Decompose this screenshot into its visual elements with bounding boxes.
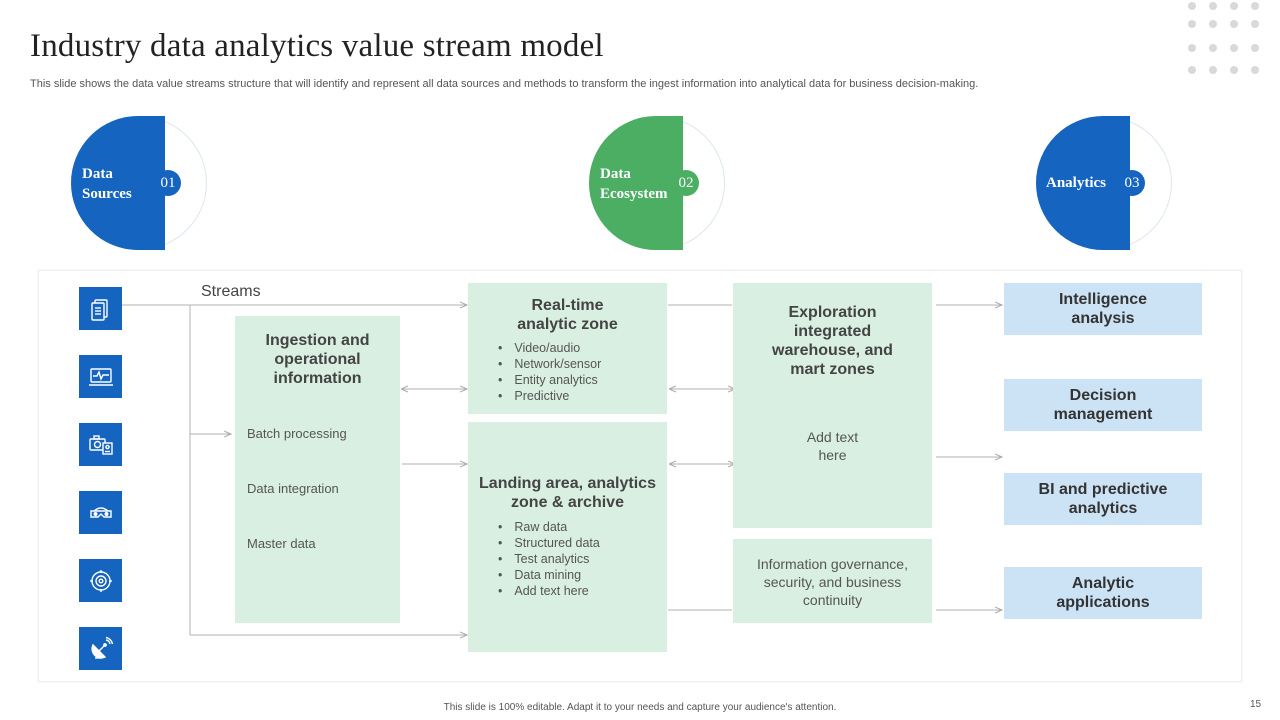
bullet-item: Data mining (498, 567, 600, 583)
bullet-item: Network/sensor (498, 356, 601, 372)
streams-label: Streams (201, 283, 261, 300)
monitor-pulse-icon (79, 355, 122, 398)
satellite-dish-icon (79, 627, 122, 670)
stage-number: 03 (1119, 170, 1145, 196)
exploration-text: Add text here (806, 429, 859, 463)
gear-cog-icon (79, 559, 122, 602)
bullet-item: Structured data (498, 535, 599, 551)
exploration-zone-box: Exploration integrated warehouse, and ma… (733, 283, 932, 528)
stage-label-line1: Data (82, 166, 113, 182)
stage-label: Data Ecosystem (600, 164, 668, 204)
slide-footer: This slide is 100% editable. Adapt it to… (443, 702, 837, 713)
stage-label: Analytics (1046, 173, 1106, 193)
realtime-bullets: Video/audio Network/sensor Entity analyt… (498, 340, 601, 404)
landing-title: Landing area, analytics zone & archive (479, 475, 656, 511)
bullet-item: Add text here (498, 583, 600, 599)
stage-number: 01 (155, 170, 181, 196)
stage-label-line2: Ecosystem (600, 186, 668, 202)
output-analytic-applications: Analytic applications (1004, 567, 1202, 619)
stage-label-line1: Data (600, 166, 631, 182)
ingestion-item: Batch processing (247, 426, 347, 441)
bullet-item: Raw data (498, 519, 600, 535)
exploration-title: Exploration integrated warehouse, and ma… (772, 304, 893, 378)
output-decision-management: Decision management (1004, 379, 1202, 431)
ingestion-item: Data integration (247, 481, 339, 496)
stage-data-sources: Data Sources 01 (71, 116, 207, 250)
governance-text: Information governance, security, and bu… (757, 556, 908, 608)
output-label: BI and predictive analytics (1038, 481, 1168, 517)
governance-box: Information governance, security, and bu… (733, 539, 932, 623)
stage-label: Data Sources (82, 164, 132, 204)
bullet-item: Test analytics (498, 551, 600, 567)
vr-headset-icon (79, 491, 122, 534)
realtime-title: Real-time analytic zone (517, 297, 618, 333)
page-number: 15 (1250, 699, 1262, 710)
slide-title: Industry data analytics value stream mod… (30, 28, 604, 64)
landing-zone-box: Landing area, analytics zone & archive R… (468, 422, 667, 652)
stage-label-line2: Sources (82, 186, 132, 202)
landing-bullets: Raw data Structured data Test analytics … (498, 519, 600, 599)
output-label: Analytic applications (1056, 575, 1150, 611)
ingestion-title: Ingestion and operational information (265, 332, 370, 387)
bullet-item: Predictive (498, 388, 601, 404)
output-label: Decision management (1053, 387, 1153, 423)
bullet-item: Video/audio (498, 340, 601, 356)
output-bi-predictive-analytics: BI and predictive analytics (1004, 473, 1202, 525)
camera-id-icon (79, 423, 122, 466)
output-label: Intelligence analysis (1058, 291, 1148, 327)
bullet-item: Entity analytics (498, 372, 601, 388)
realtime-zone-box: Real-time analytic zone Video/audio Netw… (468, 283, 667, 414)
stage-label-line1: Analytics (1046, 175, 1106, 191)
stage-number: 02 (673, 170, 699, 196)
output-intelligence-analysis: Intelligence analysis (1004, 283, 1202, 335)
decorative-dot-grid (1183, 0, 1273, 80)
slide-subtitle: This slide shows the data value streams … (30, 78, 979, 90)
ingestion-box: Ingestion and operational information Ba… (235, 316, 400, 623)
ingestion-item: Master data (247, 536, 316, 551)
stage-analytics: Analytics 03 (1036, 116, 1172, 250)
stage-data-ecosystem: Data Ecosystem 02 (589, 116, 725, 250)
document-icon (79, 287, 122, 330)
